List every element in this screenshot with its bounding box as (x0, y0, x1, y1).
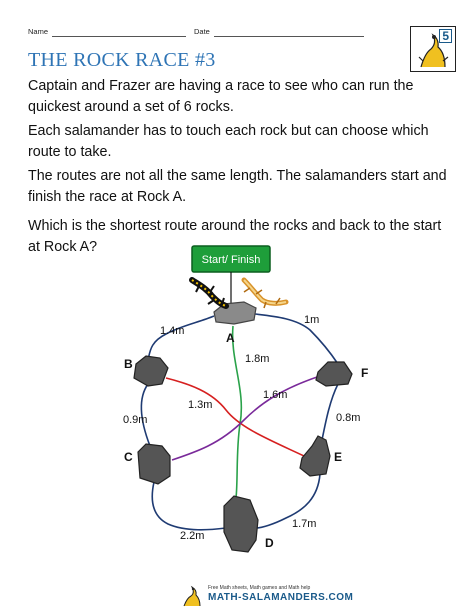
paragraph-routes: The routes are not all the same length. … (28, 168, 447, 205)
rock-b-label: B (124, 357, 133, 371)
start-finish-label: Start/ Finish (202, 254, 261, 266)
path-a-b (147, 315, 215, 361)
name-line (52, 36, 186, 37)
orange-salamander-icon (241, 277, 289, 309)
paragraph-rule: Each salamander has to touch each rock b… (28, 123, 429, 160)
date-label: Date (194, 27, 210, 36)
footer-tagline: Free Math sheets, Math games and Math he… (208, 585, 311, 591)
rock-a-label: A (226, 331, 235, 345)
distance-b-c: 0.9m (123, 414, 147, 426)
rock-f-label: F (361, 366, 368, 380)
path-b-e (165, 377, 305, 457)
page-title: THE ROCK RACE #3 (28, 49, 216, 71)
footer-brand: MATH-SALAMANDERS.COM (208, 592, 354, 603)
distance-a-f: 1m (304, 314, 319, 326)
paragraph-intro: Captain and Frazer are having a race to … (28, 78, 414, 115)
rock-f (315, 361, 353, 387)
path-a-f (254, 313, 339, 365)
path-c-d (151, 481, 227, 531)
distance-d-e: 1.7m (292, 518, 316, 530)
grade-badge: 5 (439, 29, 452, 43)
path-f-e (321, 383, 339, 441)
distance-c-f: 1.6m (263, 389, 287, 401)
distance-f-e: 0.8m (336, 412, 360, 424)
date-line (214, 36, 364, 37)
rock-e-label: E (334, 450, 342, 464)
rock-c (137, 443, 171, 485)
path-b-c (140, 383, 151, 447)
rock-e (299, 435, 331, 477)
rock-b (133, 355, 169, 387)
path-a-d (231, 325, 243, 499)
distance-a-b: 1.4m (160, 325, 184, 337)
rock-d-label: D (265, 536, 274, 550)
rock-d (223, 495, 259, 553)
name-label: Name (28, 27, 49, 36)
distance-c-d: 2.2m (180, 530, 204, 542)
footer: Free Math sheets, Math games and Math he… (180, 584, 390, 608)
path-d-e (255, 473, 321, 529)
distance-a-d: 1.8m (245, 353, 269, 365)
distance-b-e: 1.3m (188, 399, 212, 411)
black-salamander-icon (189, 277, 229, 309)
salamander-logo-icon (418, 33, 449, 68)
paragraph-question: Which is the shortest route around the r… (28, 218, 442, 255)
salamander-logo: 5 (410, 26, 456, 72)
rock-c-label: C (124, 450, 133, 464)
rock-route-diagram: Start/ Finish A B C D E F 1.4m 1m 1.8m 0… (123, 245, 368, 553)
footer-salamander-icon (183, 585, 201, 607)
path-c-f (171, 375, 321, 461)
